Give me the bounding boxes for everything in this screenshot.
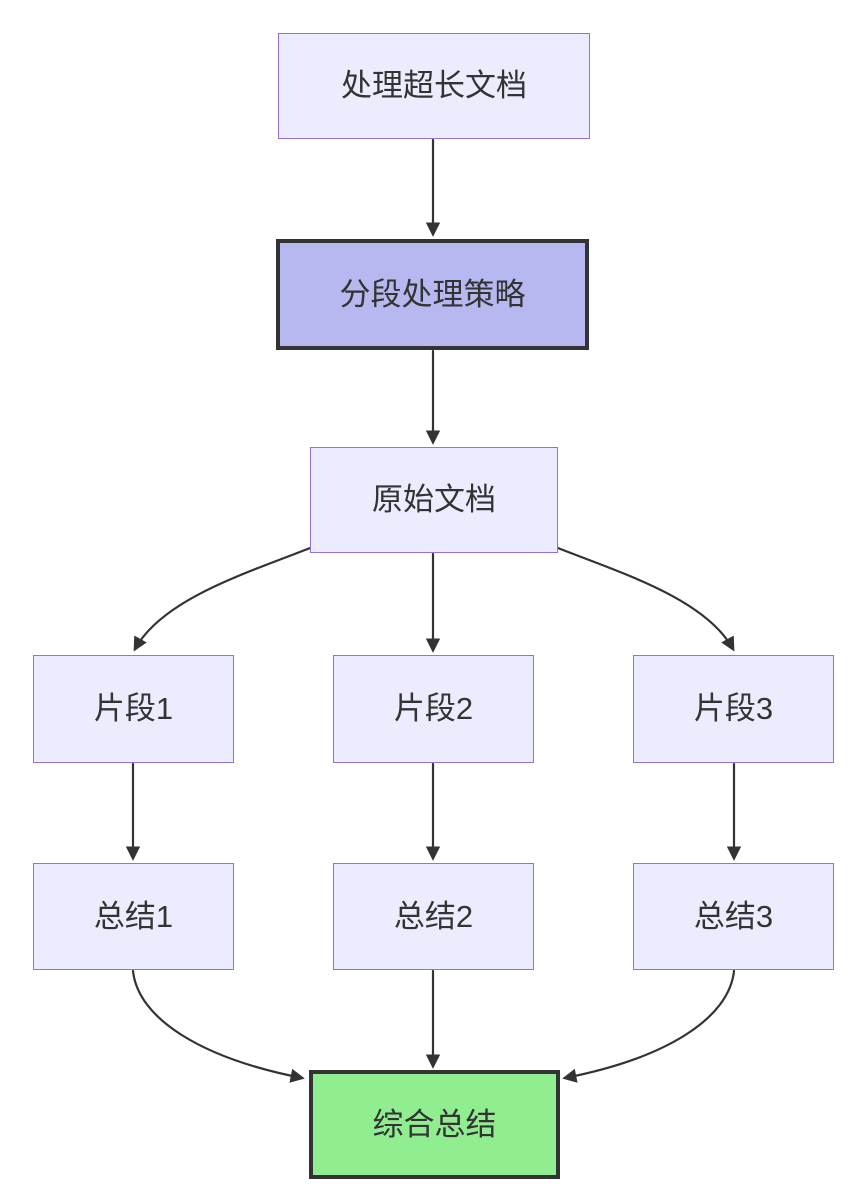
node-label: 片段1 [93, 691, 174, 727]
edge-original-to-fragment1 [133, 546, 312, 652]
node-original-doc: 原始文档 [310, 447, 558, 553]
edge-summary3-to-combined [562, 969, 736, 1083]
node-process-long-doc: 处理超长文档 [278, 33, 590, 139]
node-label: 分段处理策略 [339, 276, 526, 312]
node-label: 总结2 [393, 898, 474, 934]
node-fragment-3: 片段3 [633, 655, 834, 763]
node-summary-2: 总结2 [333, 863, 534, 970]
node-label: 总结1 [93, 898, 174, 934]
edge-summary1-to-combined [131, 969, 305, 1083]
node-combined-summary: 综合总结 [309, 1070, 560, 1179]
node-summary-1: 总结1 [33, 863, 234, 970]
node-fragment-1: 片段1 [33, 655, 234, 763]
edge-original-to-fragment3 [556, 546, 735, 652]
node-label: 综合总结 [372, 1106, 497, 1142]
node-label: 总结3 [693, 898, 774, 934]
node-label: 片段2 [393, 691, 474, 727]
node-fragment-2: 片段2 [333, 655, 534, 763]
node-label: 片段3 [693, 691, 774, 727]
node-label: 处理超长文档 [341, 68, 527, 104]
node-label: 原始文档 [372, 482, 496, 518]
node-summary-3: 总结3 [633, 863, 834, 970]
node-segment-strategy: 分段处理策略 [276, 239, 589, 350]
